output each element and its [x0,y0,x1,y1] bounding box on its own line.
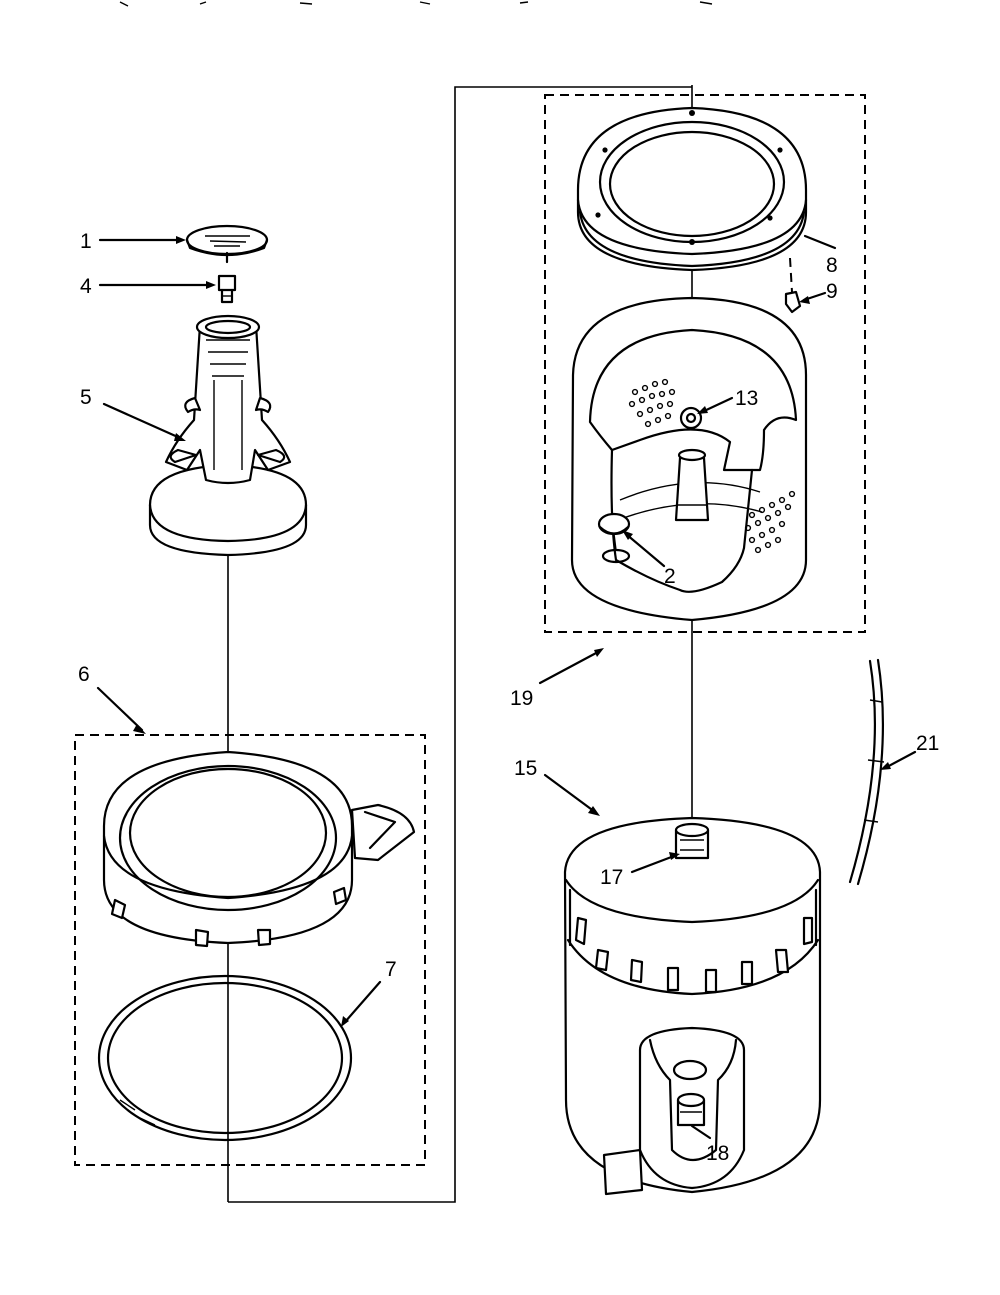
callout-5: 5 [80,386,92,409]
tub-hose-strip [848,658,885,886]
basket-perforations-right [744,490,796,554]
callout-2: 2 [664,565,676,588]
callout-15: 15 [514,757,537,780]
callout-19: 19 [510,687,533,710]
tub-ring [102,750,416,948]
tub-drain-fitting [676,1092,706,1127]
agitator [148,314,308,557]
balance-ring-clip [784,290,802,314]
callout-17: 17 [600,866,623,889]
tub-vent-slots [574,916,814,994]
header-fragment [119,1,713,7]
basket-drain-plug [597,512,631,564]
basket-perforations-left [628,378,676,428]
callout-leaders [96,234,917,1140]
callout-13: 13 [735,387,758,410]
callout-8: 8 [826,254,838,277]
callout-labels: 1 4 5 6 7 8 9 13 2 19 15 17 21 18 [78,230,939,1165]
callout-4: 4 [80,275,92,298]
agitator-bolt [217,274,237,304]
callout-21: 21 [916,732,939,755]
basket-assembly-box [544,94,866,633]
balance-ring [576,106,808,293]
callout-7: 7 [385,958,397,981]
callout-18: 18 [706,1142,729,1165]
callout-9: 9 [826,280,838,303]
basket-nut [679,406,703,430]
agitator-cap [185,224,269,264]
tub-hub [674,822,710,860]
callout-1: 1 [80,230,92,253]
callout-6: 6 [78,663,90,686]
wash-basket [570,296,808,622]
tub-seal-ring [97,974,353,1142]
